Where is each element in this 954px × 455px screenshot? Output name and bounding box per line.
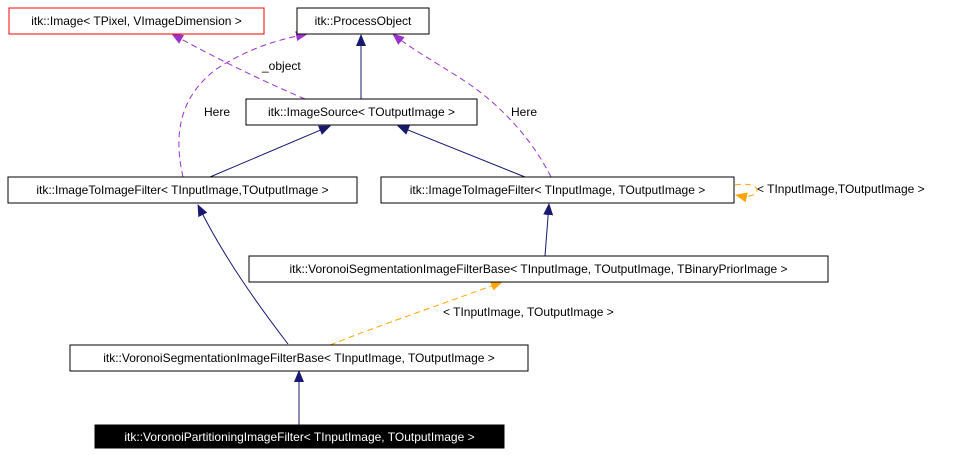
node-process-object[interactable]: itk::ProcessObject xyxy=(296,7,430,35)
node-image-to-image-filter-right[interactable]: itk::ImageToImageFilter< TInputImage, TO… xyxy=(380,176,735,204)
node-image-label: itk::Image< TPixel, VImageDimension > xyxy=(31,14,242,28)
edge-itif-right-to-imagesource xyxy=(397,125,526,178)
edge-label-here-left: Here xyxy=(204,105,230,119)
edge-vsifb-three-to-itif-right xyxy=(543,203,554,257)
edge-label-object: _object xyxy=(261,59,301,73)
node-voronoi-segmentation-base-two-label: itk::VoronoiSegmentationImageFilterBase<… xyxy=(103,351,495,365)
edge-itif-left-to-processobject-here xyxy=(178,31,308,178)
node-voronoi-segmentation-base-three[interactable]: itk::VoronoiSegmentationImageFilterBase<… xyxy=(248,255,829,283)
edge-label-here-right: Here xyxy=(511,105,537,119)
node-voronoi-partitioning-image-filter-label: itk::VoronoiPartitioningImageFilter< TIn… xyxy=(124,430,474,444)
edge-itif-right-self-template xyxy=(734,183,758,203)
node-image-to-image-filter-left-label: itk::ImageToImageFilter< TInputImage,TOu… xyxy=(36,183,328,197)
edge-label-template-two: < TInputImage, TOutputImage > xyxy=(443,305,614,319)
node-image-source-label: itk::ImageSource< TOutputImage > xyxy=(268,105,455,119)
node-voronoi-segmentation-base-three-label: itk::VoronoiSegmentationImageFilterBase<… xyxy=(289,262,787,276)
edge-vsifb-two-to-itif-left xyxy=(197,204,289,345)
node-image-to-image-filter-right-label: itk::ImageToImageFilter< TInputImage, TO… xyxy=(410,183,706,197)
node-image-source[interactable]: itk::ImageSource< TOutputImage > xyxy=(245,98,478,126)
node-process-object-label: itk::ProcessObject xyxy=(315,14,412,28)
node-voronoi-partitioning-image-filter[interactable]: itk::VoronoiPartitioningImageFilter< TIn… xyxy=(94,424,505,449)
node-image[interactable]: itk::Image< TPixel, VImageDimension > xyxy=(8,7,265,35)
edge-itif-right-to-processobject-here xyxy=(392,33,552,178)
node-voronoi-segmentation-base-two[interactable]: itk::VoronoiSegmentationImageFilterBase<… xyxy=(69,344,529,372)
edge-label-self-template: < TInputImage,TOutputImage > xyxy=(757,182,925,196)
edge-imagesource-to-image-object xyxy=(171,33,306,100)
edge-itif-left-to-imagesource xyxy=(209,125,331,178)
node-image-to-image-filter-left[interactable]: itk::ImageToImageFilter< TInputImage,TOu… xyxy=(7,176,358,204)
